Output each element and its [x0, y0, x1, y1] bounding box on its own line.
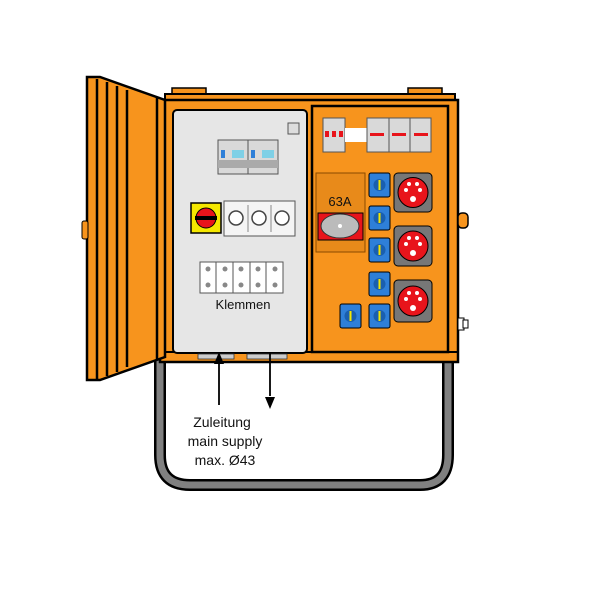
terminal-block: [199, 261, 284, 294]
open-door: [81, 75, 167, 382]
cee-63a-socket: [315, 172, 366, 253]
bottom-cable-entries: [197, 353, 288, 360]
supply-label-line3: max. Ø43: [195, 452, 256, 468]
side-handle: [457, 212, 469, 229]
supply-arrows: [214, 352, 275, 409]
supply-label-line1: Zuleitung: [193, 414, 251, 430]
panel-indicator: [287, 122, 300, 135]
schuko-sockets: [339, 172, 391, 329]
circuit-breakers: [322, 117, 432, 153]
terminals-label: Klemmen: [216, 297, 271, 312]
main-switch: [190, 202, 222, 234]
cee-sockets: [393, 172, 433, 323]
cable-gland: [457, 317, 469, 331]
supply-label-line2: main supply: [188, 433, 263, 449]
fuse-block: [223, 200, 296, 237]
carrying-frame: [154, 360, 454, 491]
rating-label: 63A: [328, 194, 351, 209]
rcd-devices: [217, 139, 279, 175]
